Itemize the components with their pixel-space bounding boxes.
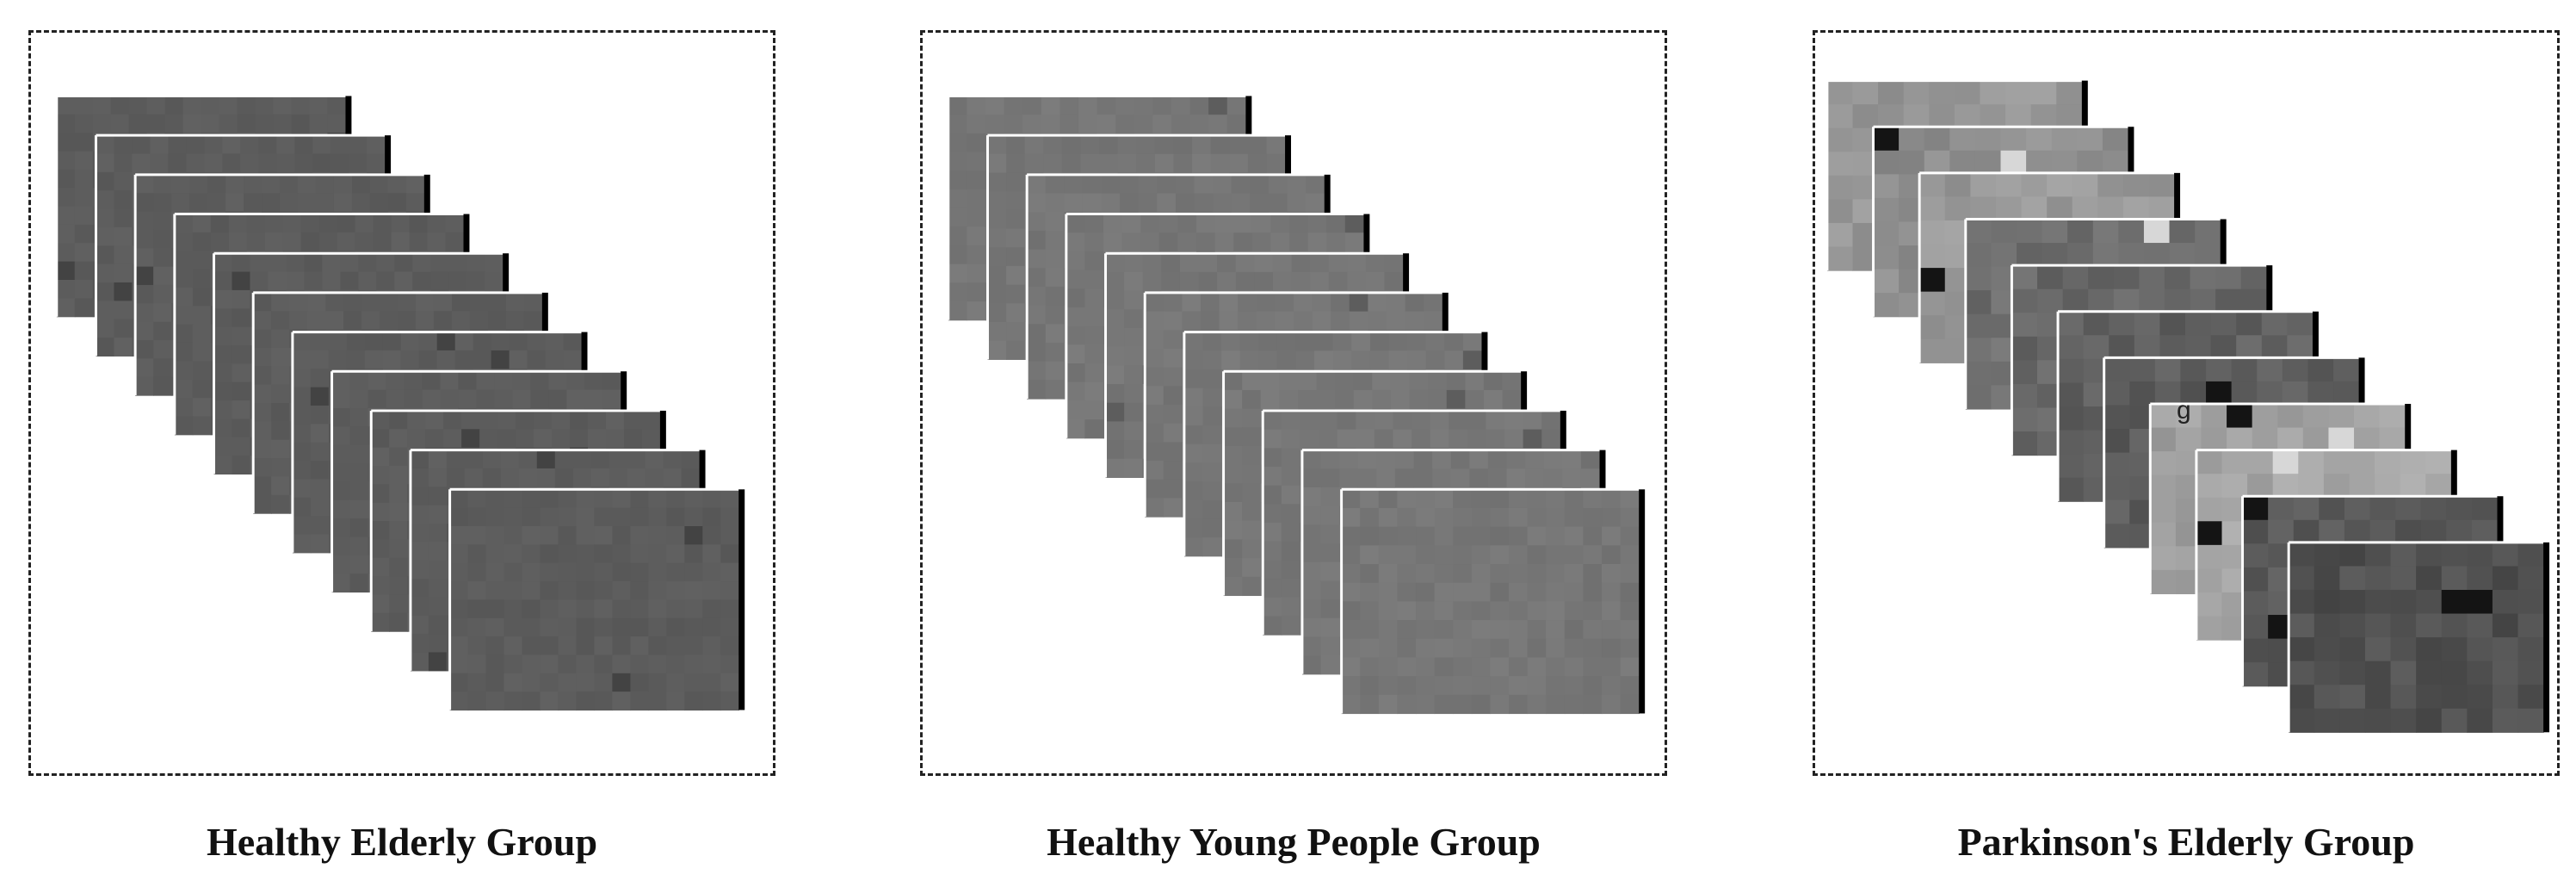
caption-parkinsons-elderly: Parkinson's Elderly Group bbox=[1957, 820, 2415, 864]
frame-stack-parkinsons-elderly bbox=[1825, 79, 2550, 733]
frame-stack-healthy-young bbox=[947, 94, 1646, 715]
group-panel-healthy-young bbox=[920, 30, 1667, 776]
annotation-letter: g bbox=[2177, 396, 2191, 425]
caption-healthy-young: Healthy Young People Group bbox=[1047, 820, 1541, 864]
caption-healthy-elderly: Healthy Elderly Group bbox=[206, 820, 598, 864]
image-frame bbox=[1340, 487, 1646, 715]
group-panel-parkinsons-elderly: g bbox=[1813, 30, 2560, 776]
frame-stack-healthy-elderly bbox=[55, 94, 745, 711]
image-frame bbox=[2287, 541, 2550, 733]
image-frame bbox=[448, 487, 745, 711]
group-panel-healthy-elderly bbox=[28, 30, 775, 776]
